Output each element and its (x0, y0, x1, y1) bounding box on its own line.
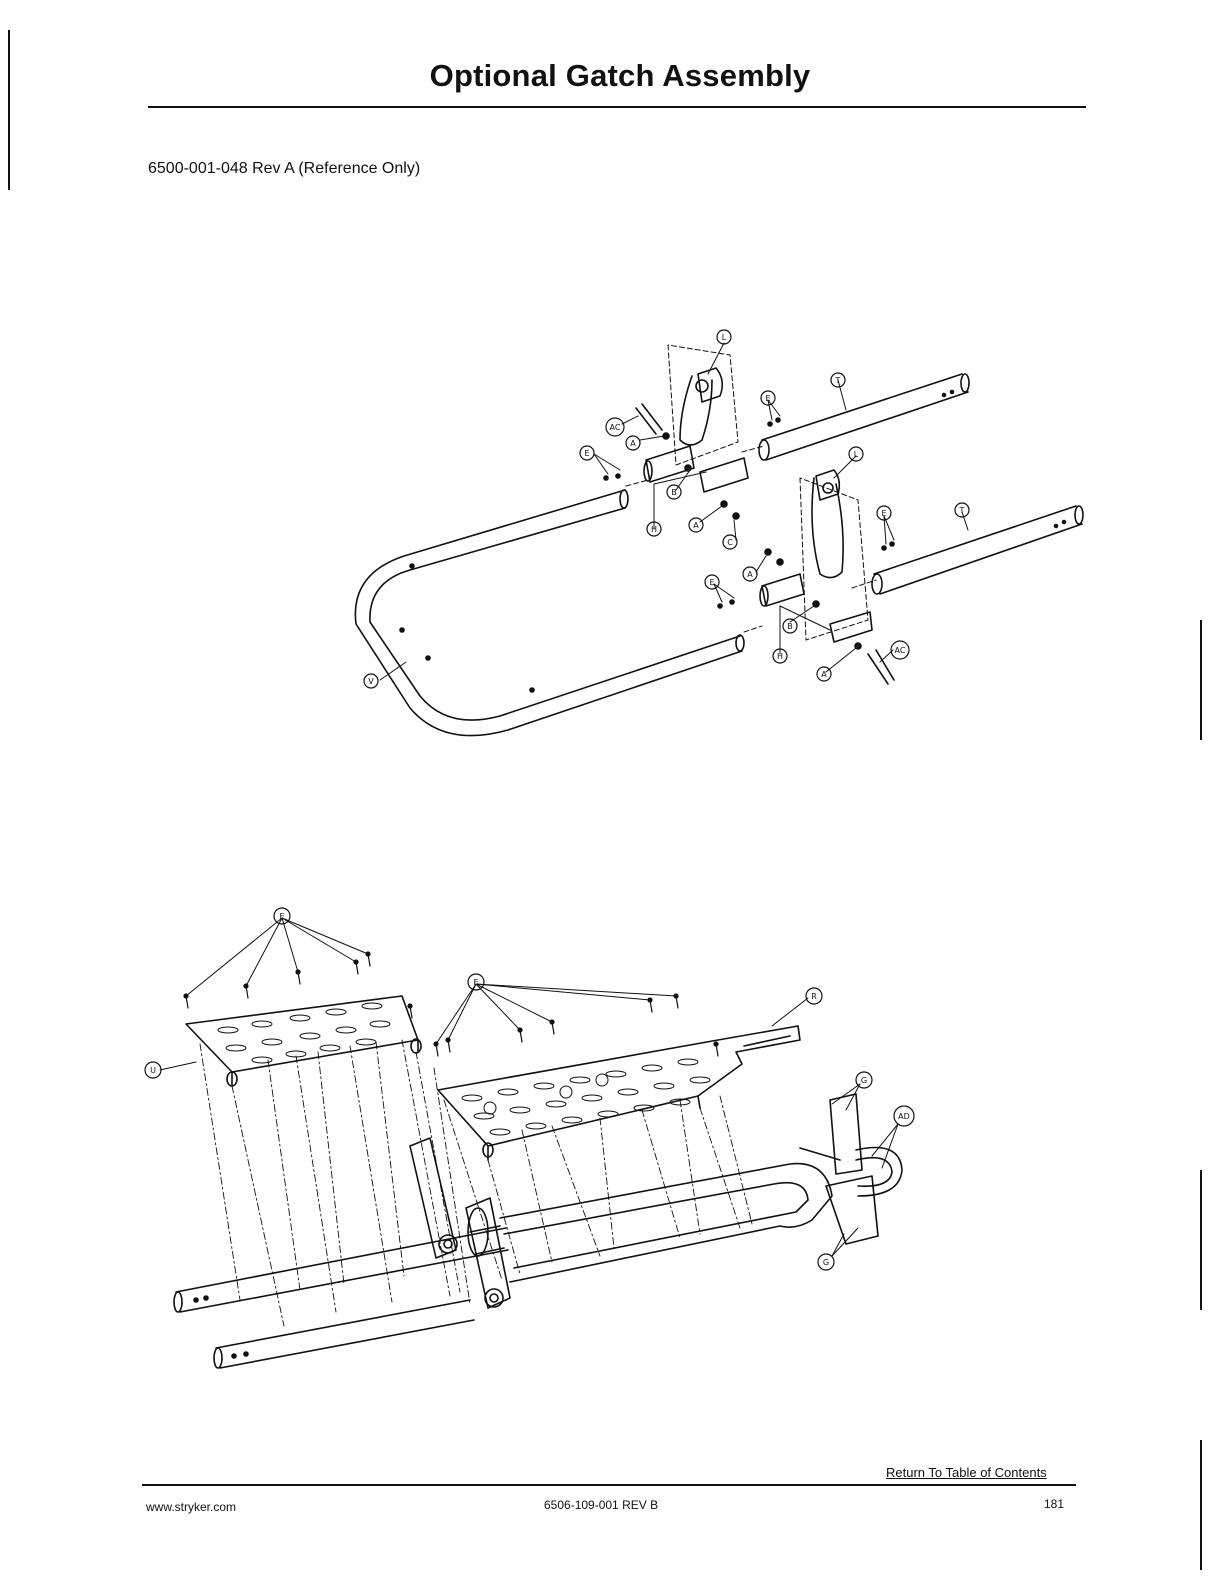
callout-b: B (667, 485, 681, 499)
svg-text:A: A (630, 439, 636, 448)
svg-text:A: A (693, 521, 699, 530)
svg-text:G: G (861, 1076, 867, 1085)
mounting-plates (626, 345, 876, 640)
lower-exploded-view: E E R U G AD G (145, 908, 914, 1368)
svg-text:L: L (854, 450, 859, 459)
callout-ad: AD (894, 1106, 914, 1126)
callout-a: A (689, 518, 703, 532)
callout-a: A (626, 436, 640, 450)
callout-b: B (783, 619, 797, 633)
svg-text:U: U (150, 1066, 156, 1075)
callout-c: C (723, 535, 737, 549)
callout-e: E (761, 391, 775, 405)
svg-text:H: H (651, 525, 657, 534)
return-to-toc-link[interactable]: Return To Table of Contents (886, 1465, 1047, 1480)
callout-g: G (856, 1072, 872, 1088)
callouts-upper: L T E AC A E L B T E A H C A E B AC H A … (364, 330, 969, 688)
page-number: 181 (1044, 1497, 1064, 1511)
frame-v (355, 490, 744, 736)
svg-text:L: L (722, 333, 727, 342)
callout-g: G (818, 1254, 834, 1270)
svg-text:E: E (709, 578, 714, 587)
footer-document-number: 6506-109-001 REV B (544, 1498, 658, 1512)
leader-lines-upper (380, 343, 968, 680)
callout-ac: AC (606, 418, 624, 436)
deck-plate-r (438, 1026, 800, 1160)
callout-u: U (145, 1062, 161, 1078)
svg-text:V: V (368, 677, 374, 686)
callout-ac: AC (891, 641, 909, 659)
callout-e: E (877, 506, 891, 520)
svg-text:R: R (811, 992, 817, 1001)
deck-plate-u (186, 996, 421, 1086)
callout-a: A (743, 567, 757, 581)
callout-a: A (817, 667, 831, 681)
tube-t-upper (759, 374, 969, 460)
callout-e: E (705, 575, 719, 589)
svg-text:H: H (777, 652, 783, 661)
callout-e: E (274, 908, 290, 924)
svg-text:E: E (881, 509, 886, 518)
svg-text:E: E (765, 394, 770, 403)
gatch-frame (470, 1164, 832, 1282)
svg-text:AD: AD (898, 1112, 910, 1121)
leader-lines-lower (160, 918, 898, 1256)
svg-text:E: E (584, 449, 589, 458)
svg-text:E: E (473, 978, 478, 987)
callout-l: L (717, 330, 731, 344)
callout-v: V (364, 674, 378, 688)
footer-website: www.stryker.com (146, 1500, 236, 1514)
tube-t-lower (872, 506, 1083, 594)
callout-t: T (955, 503, 969, 517)
callout-r: R (806, 988, 822, 1004)
upper-exploded-view: L T E AC A E L B T E A H C A E B AC H A … (355, 330, 1083, 736)
callout-t: T (831, 373, 845, 387)
svg-text:T: T (835, 376, 841, 385)
footer-divider (142, 1484, 1076, 1486)
svg-text:A: A (821, 670, 827, 679)
svg-text:T: T (959, 506, 965, 515)
callout-h: H (647, 522, 661, 536)
svg-text:A: A (747, 570, 753, 579)
base-rails (174, 1228, 508, 1368)
svg-text:G: G (823, 1258, 829, 1267)
svg-text:B: B (787, 622, 793, 631)
callout-e: E (580, 446, 594, 460)
end-bracket (800, 1094, 902, 1244)
fasteners-upper (604, 418, 894, 649)
callout-e: E (468, 974, 484, 990)
callout-l: L (849, 447, 863, 461)
svg-text:B: B (671, 488, 677, 497)
svg-text:E: E (279, 912, 284, 921)
svg-text:AC: AC (895, 646, 906, 655)
svg-text:C: C (727, 538, 733, 547)
svg-text:AC: AC (610, 423, 621, 432)
callouts-lower: E E R U G AD G (145, 908, 914, 1270)
callout-h: H (773, 649, 787, 663)
